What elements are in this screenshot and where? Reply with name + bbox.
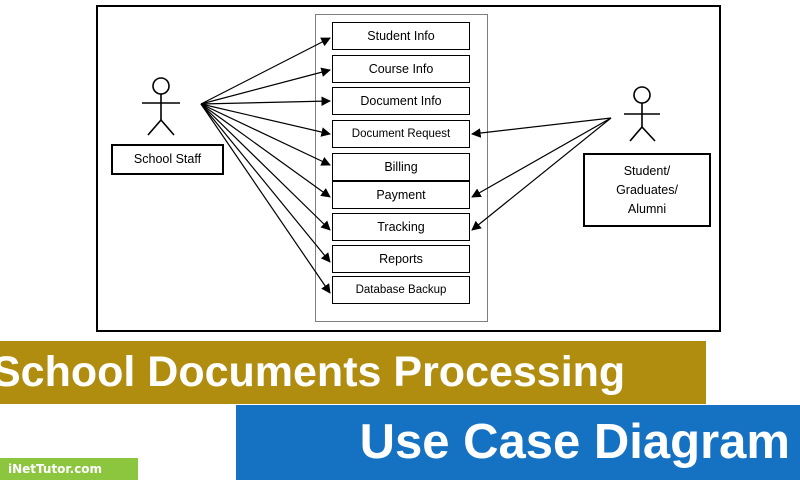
site-badge[interactable]: iNetTutor.com [0, 458, 138, 480]
actor-label-school-staff: School Staff [111, 144, 224, 175]
use-case-student-info: Student Info [332, 22, 470, 50]
use-case-tracking: Tracking [332, 213, 470, 241]
use-case-document-request: Document Request [332, 120, 470, 148]
student-to-payment [471, 117, 612, 198]
staff-to-document-request [200, 103, 331, 137]
title-banner-line-2: Use Case Diagram [236, 405, 800, 480]
use-case-payment: Payment [332, 181, 470, 209]
staff-to-student-info [200, 37, 331, 105]
use-case-reports: Reports [332, 245, 470, 273]
use-case-document-info: Document Info [332, 87, 470, 115]
staff-to-database-backup [200, 103, 331, 294]
system-boundary [315, 14, 488, 322]
student-to-document-request [471, 117, 612, 138]
actor-student-figure [624, 86, 660, 142]
staff-to-billing [200, 103, 331, 166]
actor-label-student: Student/ Graduates/ Alumni [583, 153, 711, 227]
actor-school-staff-figure [142, 77, 180, 136]
title-line-2: Use Case Diagram [359, 415, 790, 469]
staff-to-tracking [200, 103, 331, 231]
title-banner-line-1: School Documents Processing [0, 341, 706, 404]
site-badge-text: iNetTutor.com [8, 462, 103, 476]
staff-to-document-info [200, 96, 331, 106]
use-case-course-info: Course Info [332, 55, 470, 83]
student-to-tracking [471, 117, 612, 231]
use-case-billing: Billing [332, 153, 470, 181]
staff-to-course-info [200, 67, 331, 105]
staff-to-reports [200, 103, 331, 263]
title-line-1: School Documents Processing [0, 348, 626, 396]
use-case-database-backup: Database Backup [332, 276, 470, 304]
staff-to-payment [200, 103, 331, 198]
